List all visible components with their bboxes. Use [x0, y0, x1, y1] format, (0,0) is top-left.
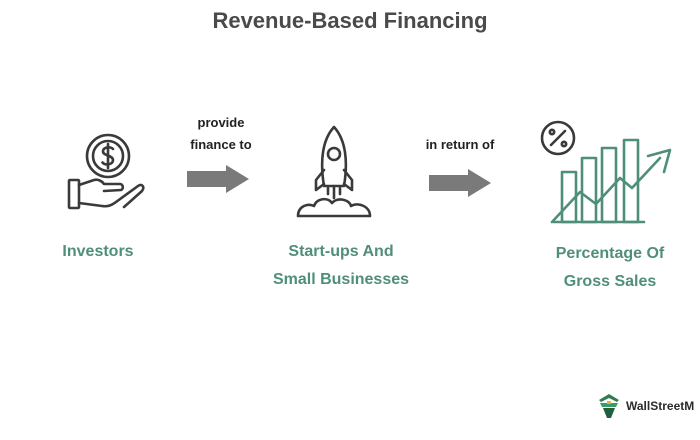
investors-label-line-1: Investors — [62, 243, 134, 260]
hand-holding-dollar-coin-icon — [67, 133, 145, 210]
percentage-label-line-2: Gross Sales — [563, 273, 657, 290]
wallstreetmojo-logo: WallStreetM — [596, 392, 694, 420]
startups-label-line-2: Small Businesses — [272, 271, 410, 288]
startups-label-line-1: Start-ups And — [288, 243, 394, 260]
right-arrow-icon — [187, 165, 249, 193]
right-arrow-icon — [429, 169, 491, 197]
connector-2-label-line-1: in return of — [425, 137, 495, 152]
startups-label: Start-ups And Small Businesses — [256, 238, 426, 294]
investors-label: Investors — [48, 238, 148, 266]
connector-1-label-line-2: finance to — [190, 137, 252, 152]
percentage-label-line-1: Percentage Of — [555, 245, 665, 262]
connector-2-label: in return of — [410, 134, 510, 156]
percentage-growth-chart-icon — [540, 120, 672, 224]
growth-bars-icon — [550, 138, 672, 224]
rocket-launch-icon — [296, 125, 372, 218]
wallstreetmojo-logo-icon — [599, 394, 619, 418]
connector-1-label: provide finance to — [176, 112, 266, 156]
wallstreetmojo-logo-text: WallStreetM — [626, 399, 695, 413]
percent-badge-icon — [540, 120, 576, 156]
diagram-title: Revenue-Based Financing — [212, 8, 488, 33]
percentage-label: Percentage Of Gross Sales — [530, 240, 690, 296]
connector-1-label-line-1: provide — [197, 115, 245, 130]
